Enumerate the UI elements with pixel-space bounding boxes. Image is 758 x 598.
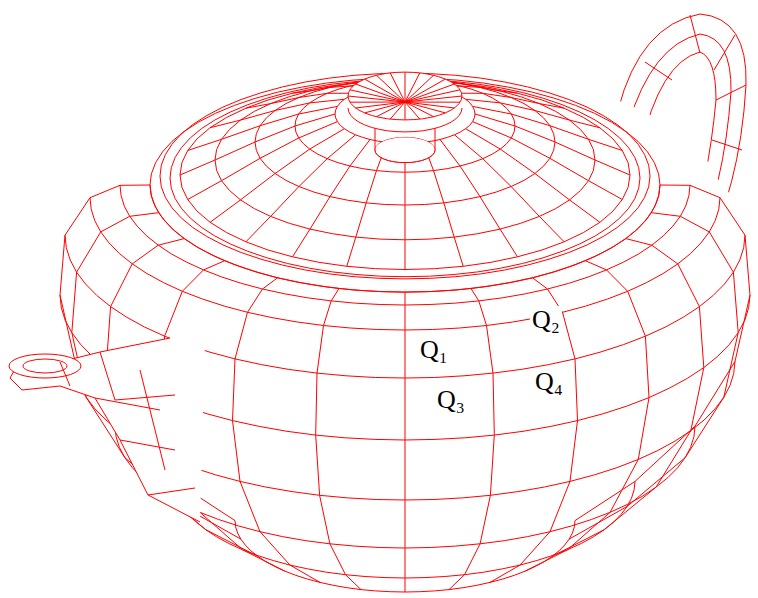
lid-ring xyxy=(180,81,630,270)
lid-meridian xyxy=(455,135,565,242)
spout-line xyxy=(100,352,115,400)
handle-line xyxy=(716,85,746,100)
rim-ring xyxy=(150,78,660,292)
spout-fill xyxy=(10,338,205,522)
knob-spoke xyxy=(350,90,405,102)
handle-line xyxy=(714,35,735,70)
patch-label: Q₄ xyxy=(533,368,565,396)
knob-spoke xyxy=(377,102,406,117)
spout-line xyxy=(140,370,165,470)
lid-meridian xyxy=(293,140,371,257)
body-meridian xyxy=(316,289,361,590)
body-meridian xyxy=(525,261,649,571)
lid-meridian xyxy=(210,129,344,223)
knob-spoke xyxy=(348,96,405,102)
lid-meridian xyxy=(440,140,518,257)
knob-fill xyxy=(348,72,462,120)
body-meridian xyxy=(449,289,494,590)
spout-line xyxy=(115,395,175,400)
knob-spoke xyxy=(405,102,445,113)
body-meridian xyxy=(490,278,578,583)
lid-meridian xyxy=(455,93,565,108)
knob-spoke xyxy=(405,102,420,119)
lid-meridian xyxy=(246,93,356,108)
rim-ring xyxy=(170,79,640,276)
knob-fill xyxy=(375,137,435,162)
knob-spoke xyxy=(405,102,454,108)
knob-spoke xyxy=(356,102,405,108)
spout-line xyxy=(120,440,175,450)
patch-label: Q₂ xyxy=(530,306,562,334)
lid-meridian xyxy=(180,114,335,175)
lid-meridian xyxy=(473,122,623,200)
knob-spoke xyxy=(405,102,460,103)
spout-outline xyxy=(10,338,200,522)
lid-meridian xyxy=(188,122,338,200)
knob-spoke xyxy=(405,75,434,102)
spout-line xyxy=(60,362,70,386)
lid-meridian xyxy=(347,142,387,266)
body-meridian xyxy=(405,292,406,592)
spout-line xyxy=(148,488,195,495)
spout-line xyxy=(95,398,160,410)
lid-meridian xyxy=(475,114,630,175)
lid-meridian xyxy=(423,142,463,266)
lid-meridian xyxy=(473,106,623,150)
lid-meridian xyxy=(188,106,338,150)
lid-ring xyxy=(375,137,435,162)
handle-line xyxy=(645,62,672,80)
spout-tip xyxy=(9,354,81,378)
body-meridian xyxy=(575,185,750,521)
knob-spoke xyxy=(390,102,405,119)
knob-spoke xyxy=(405,72,406,102)
spout-tip xyxy=(23,359,67,373)
body-meridian xyxy=(233,278,321,583)
handle-line xyxy=(690,15,700,53)
knob-stem xyxy=(375,150,435,163)
knob-spoke xyxy=(405,102,406,120)
rim-ring xyxy=(160,73,650,279)
patch-label: Q₁ xyxy=(418,336,450,364)
knob-spoke xyxy=(365,102,405,113)
lid-meridian xyxy=(466,99,600,128)
knob-ring xyxy=(348,72,462,120)
lid-meridian xyxy=(246,135,356,242)
handle-line xyxy=(712,140,742,150)
lid-meridian xyxy=(210,99,344,127)
body-meridian xyxy=(552,239,704,557)
body-meridian xyxy=(569,213,738,539)
knob-spoke xyxy=(405,73,420,102)
patch-label: Q₃ xyxy=(435,386,467,414)
